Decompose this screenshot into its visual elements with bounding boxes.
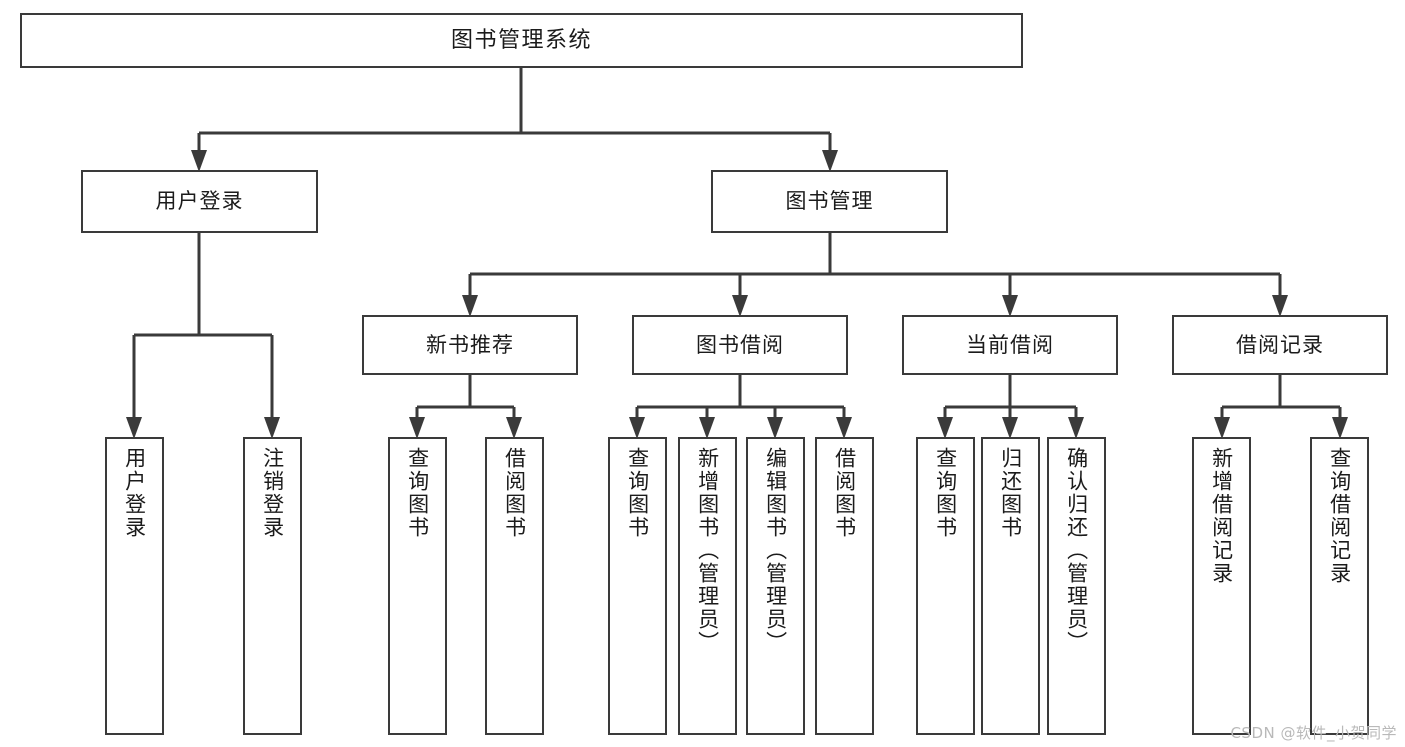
arrow-leaf-newbook-1 [409,417,425,439]
arrow-root-to-user-login [191,150,207,172]
node-label: 查询图书 [625,447,650,539]
node-book-management[interactable]: 图书管理 [711,170,948,233]
arrow-to-borrowrecord [1272,295,1288,317]
arrow-leaf-borrowrecord-2 [1332,417,1348,439]
arrow-to-currentborrow [1002,295,1018,317]
node-label: 查询借阅记录 [1327,447,1352,585]
arrow-leaf-userlogin-1 [126,417,142,439]
arrow-leaf-bookborrow-3 [767,417,783,439]
arrow-leaf-userlogin-2 [264,417,280,439]
node-label: 图书管理 [785,189,874,214]
node-label: 新增图书（管理员） [695,447,720,654]
leaf-borrow-book-recommend[interactable]: 借阅图书 [485,437,544,735]
node-label: 用户登录 [155,189,244,214]
arrow-leaf-currentborrow-1 [937,417,953,439]
node-book-management-system[interactable]: 图书管理系统 [20,13,1023,68]
leaf-add-borrow-record[interactable]: 新增借阅记录 [1192,437,1251,735]
node-label: 当前借阅 [966,332,1054,357]
arrow-leaf-currentborrow-2 [1002,417,1018,439]
node-label: 查询图书 [933,447,958,539]
watermark: CSDN @软件_小贺同学 [1230,724,1397,742]
arrow-leaf-bookborrow-4 [836,417,852,439]
leaf-query-book-current[interactable]: 查询图书 [916,437,975,735]
node-book-borrowing[interactable]: 图书借阅 [632,315,848,375]
arrow-leaf-borrowrecord-1 [1214,417,1230,439]
leaf-query-book-borrow[interactable]: 查询图书 [608,437,667,735]
node-label: 图书管理系统 [450,27,592,53]
arrow-leaf-currentborrow-3 [1068,417,1084,439]
leaf-query-borrow-record[interactable]: 查询借阅记录 [1310,437,1369,735]
leaf-user-login[interactable]: 用户登录 [105,437,164,735]
arrow-to-bookborrow [732,295,748,317]
node-label: 用户登录 [122,447,147,539]
node-label: 借阅记录 [1236,332,1324,357]
node-label: 图书借阅 [696,332,784,357]
leaf-logout[interactable]: 注销登录 [243,437,302,735]
leaf-borrow-book[interactable]: 借阅图书 [815,437,874,735]
arrow-root-to-book-manage [822,150,838,172]
leaf-confirm-return-admin[interactable]: 确认归还（管理员） [1047,437,1106,735]
node-label: 借阅图书 [832,447,857,539]
node-label: 借阅图书 [502,447,527,539]
node-current-borrowing[interactable]: 当前借阅 [902,315,1118,375]
node-label: 新增借阅记录 [1209,447,1234,585]
node-borrowing-record[interactable]: 借阅记录 [1172,315,1388,375]
arrowheads [126,150,1348,439]
node-label: 确认归还（管理员） [1064,447,1089,654]
arrow-leaf-newbook-2 [506,417,522,439]
leaf-return-book[interactable]: 归还图书 [981,437,1040,735]
node-label: 注销登录 [260,447,285,539]
arrow-to-newbook [462,295,478,317]
node-new-book-recommendation[interactable]: 新书推荐 [362,315,578,375]
node-label: 归还图书 [998,447,1023,539]
node-label: 查询图书 [405,447,430,539]
leaf-edit-book-admin[interactable]: 编辑图书（管理员） [746,437,805,735]
node-user-login[interactable]: 用户登录 [81,170,318,233]
leaf-add-book-admin[interactable]: 新增图书（管理员） [678,437,737,735]
arrow-leaf-bookborrow-1 [629,417,645,439]
leaf-query-book-recommend[interactable]: 查询图书 [388,437,447,735]
arrow-leaf-bookborrow-2 [699,417,715,439]
node-label: 新书推荐 [426,332,514,357]
node-label: 编辑图书（管理员） [763,447,788,654]
